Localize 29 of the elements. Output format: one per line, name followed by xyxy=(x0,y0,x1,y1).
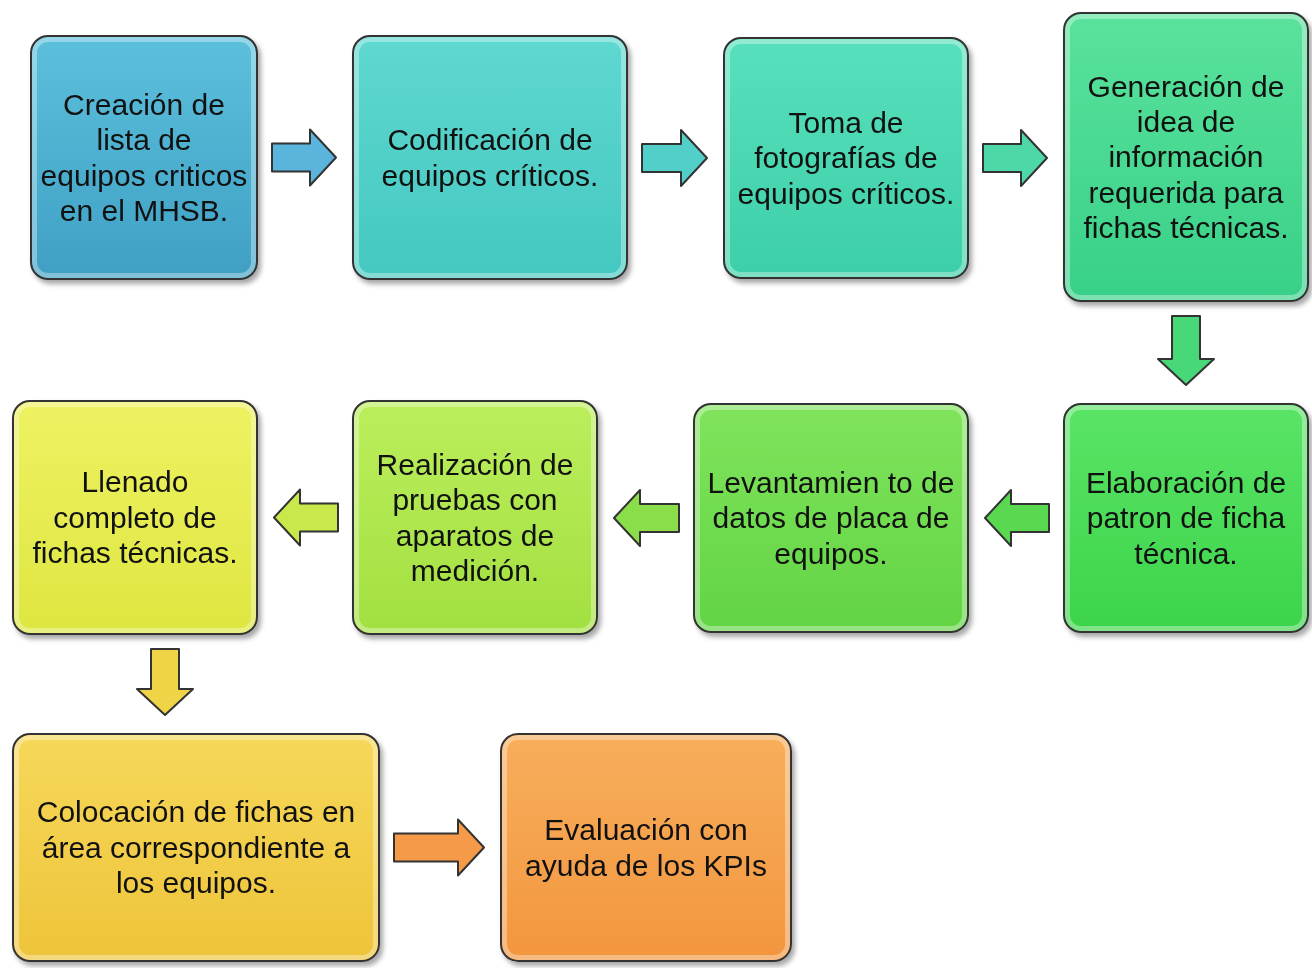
process-box xyxy=(12,400,258,635)
block-arrow xyxy=(1157,315,1215,386)
process-box xyxy=(500,733,792,962)
process-box xyxy=(1063,403,1309,633)
step-text: Creación de lista de equipos criticos en el MHSB. xyxy=(40,86,248,229)
step-text: Toma de fotografías de equipos críticos. xyxy=(736,104,956,212)
block-arrow xyxy=(273,488,339,547)
block-arrow xyxy=(393,818,485,877)
step-text: Codificación de equipos críticos. xyxy=(380,122,600,193)
step-text: Realización de pruebas con aparatos de medición. xyxy=(375,446,575,589)
block-arrow xyxy=(136,648,194,716)
step-text: Colocación de fichas en área correspondiente a los equipos. xyxy=(35,794,357,901)
step-text: Generación de idea de información requerida para fichas técnicas. xyxy=(1082,68,1290,246)
process-box xyxy=(723,37,969,279)
process-box xyxy=(352,400,598,635)
step-text: Evaluación con ayuda de los KPIs xyxy=(524,812,768,883)
block-arrow xyxy=(613,489,680,547)
block-arrow xyxy=(641,129,708,187)
step-text: Elaboración de patron de ficha técnica. xyxy=(1084,464,1288,572)
process-box xyxy=(30,35,258,280)
process-box xyxy=(693,403,969,633)
block-arrow xyxy=(982,129,1048,187)
process-box xyxy=(1063,12,1309,302)
block-arrow xyxy=(984,489,1050,547)
step-text: Llenado completo de fichas técnicas. xyxy=(31,464,239,571)
step-text: Levantamien to de datos de placa de equipos. xyxy=(706,464,956,572)
process-box xyxy=(12,733,380,962)
process-box xyxy=(352,35,628,280)
block-arrow xyxy=(271,128,337,187)
